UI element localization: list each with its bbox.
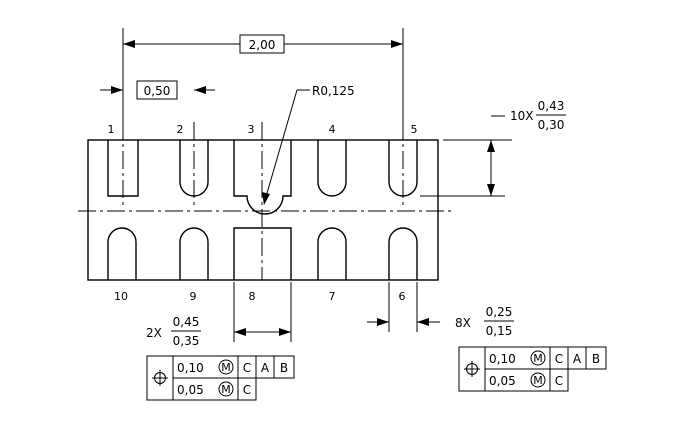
fcf-right-row1-datum-1: C <box>555 352 563 366</box>
fcf-left-row1-datum-2: A <box>261 361 270 375</box>
fcf-right-row1-datum-3: B <box>592 352 600 366</box>
pin-label-1: 1 <box>108 123 115 136</box>
mmc-modifier-icon <box>530 350 546 366</box>
fcf-left-row1-datum-3: B <box>280 361 288 375</box>
fcf-left-row1-datum-1: C <box>243 361 251 375</box>
fcf-left-row2-tolerance: 0,05 <box>177 383 204 397</box>
pin-label-5: 5 <box>411 123 418 136</box>
fcf-right-row1-tolerance: 0,10 <box>489 352 516 366</box>
mmc-modifier-icon <box>218 359 234 375</box>
fcf-right-row1-modifier: M <box>533 352 543 365</box>
pad-width-count: 8X <box>455 316 471 330</box>
fcf-left-row1-tolerance: 0,10 <box>177 361 204 375</box>
pad-length-upper: 0,43 <box>538 99 565 113</box>
fcf-right-row2-modifier: M <box>533 374 543 387</box>
pad-pin-7 <box>317 227 347 280</box>
overall-pitch-value: 2,00 <box>249 38 276 52</box>
pad-pin-6 <box>388 227 418 280</box>
fcf-left-row2-datum-1: C <box>243 383 251 397</box>
overall-pitch-box <box>239 34 285 54</box>
center-pad-lower: 0,35 <box>173 334 200 348</box>
mmc-modifier-icon <box>218 381 234 397</box>
pin-label-2: 2 <box>177 123 184 136</box>
pad-pin-3 <box>233 140 292 215</box>
pad-length-count: 10X <box>510 109 534 123</box>
fcf-right-row2-tolerance: 0,05 <box>489 374 516 388</box>
pad-width-upper: 0,25 <box>486 305 513 319</box>
pin-label-6: 6 <box>399 290 406 303</box>
mmc-modifier-icon <box>530 372 546 388</box>
fcf-left-row2-modifier: M <box>221 383 231 396</box>
feature-control-frame-left: 0,10 M C A B 0,05 M C <box>146 355 295 401</box>
radius-leader <box>264 89 298 201</box>
corner-radius-label: R0,125 <box>312 84 355 98</box>
pin-label-10: 10 <box>114 290 128 303</box>
pad-pin-8 <box>233 227 292 280</box>
pitch-value: 0,50 <box>144 84 171 98</box>
pin-label-9: 9 <box>190 290 197 303</box>
pad-length-lower: 0,30 <box>538 118 565 132</box>
fcf-left-row1-modifier: M <box>221 361 231 374</box>
center-pad-upper: 0,45 <box>173 315 200 329</box>
center-pad-count: 2X <box>146 326 162 340</box>
pad-width-lower: 0,15 <box>486 324 513 338</box>
pitch-box <box>136 80 178 100</box>
fcf-right-row1-datum-2: A <box>573 352 582 366</box>
package-outline <box>87 139 439 281</box>
feature-control-frame-right: 0,10 M C A B 0,05 M C <box>458 346 607 392</box>
pad-pin-9 <box>179 227 209 280</box>
pin-label-7: 7 <box>329 290 336 303</box>
fcf-right-row2-datum-1: C <box>555 374 563 388</box>
pad-pin-10 <box>107 227 137 280</box>
pin-label-8: 8 <box>249 290 256 303</box>
pad-pin-4 <box>317 140 347 197</box>
pin-label-3: 3 <box>248 123 255 136</box>
pin-label-4: 4 <box>329 123 336 136</box>
